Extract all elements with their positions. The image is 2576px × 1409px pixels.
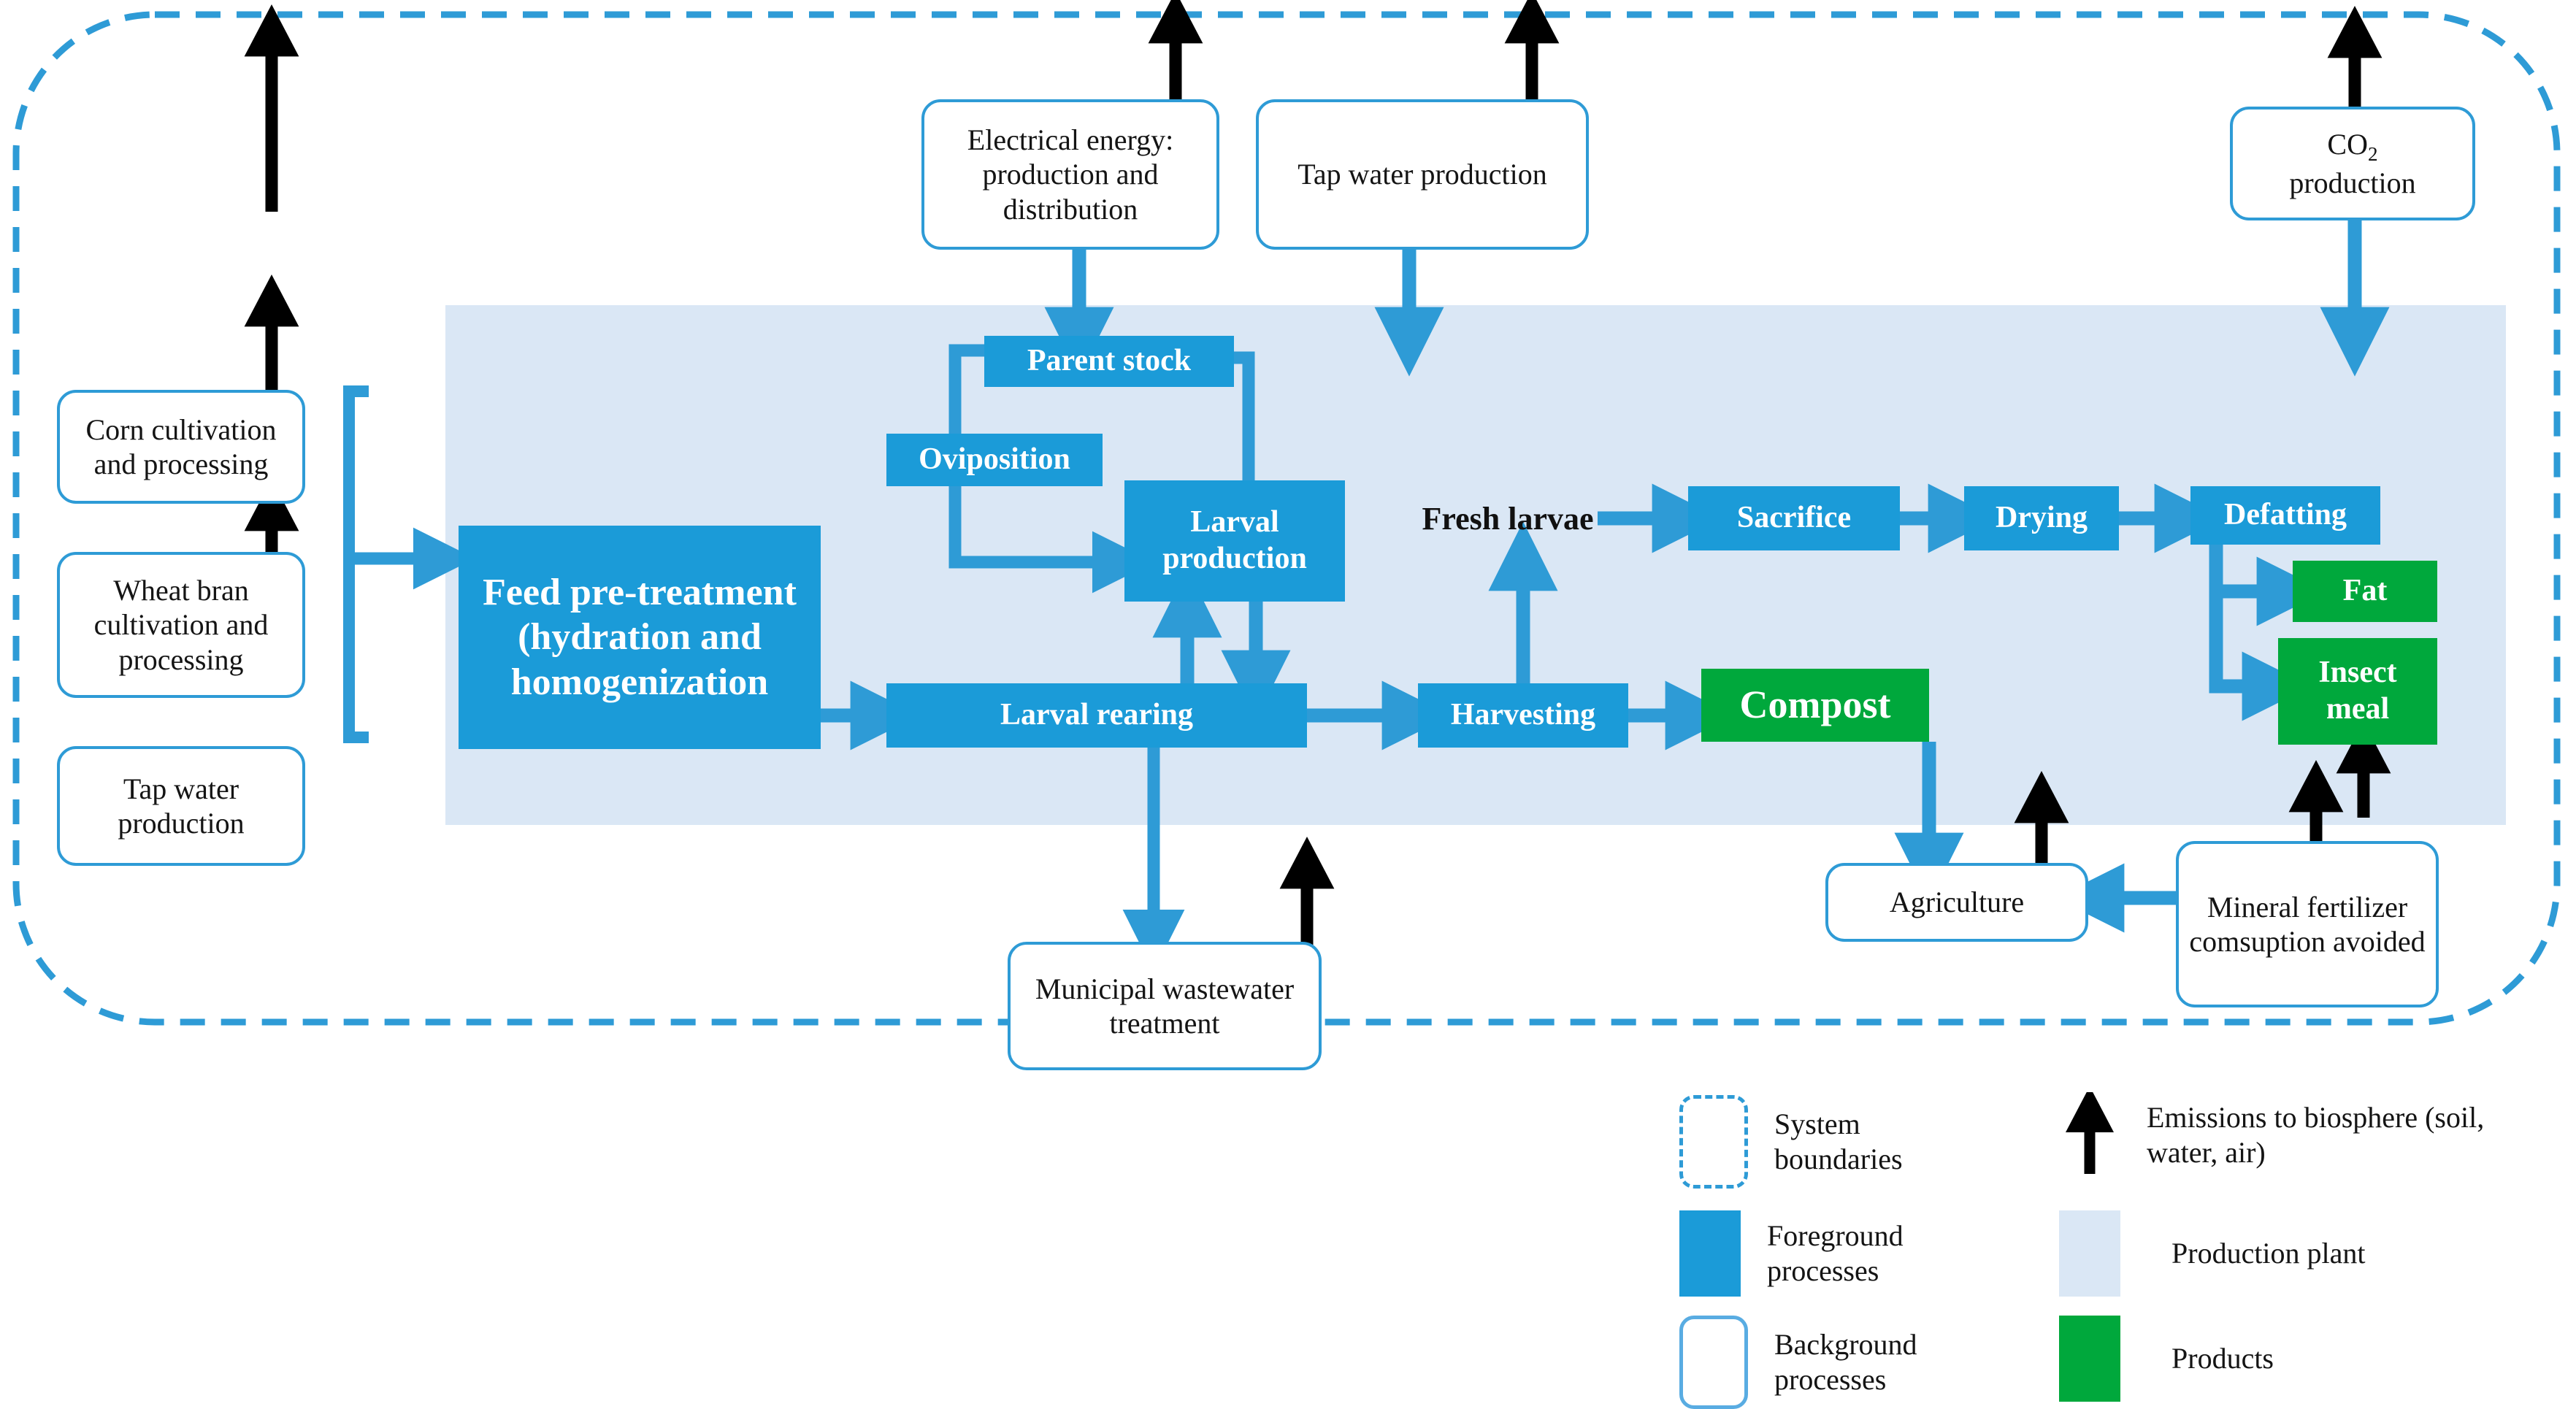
system-boundary-swatch-icon bbox=[1679, 1095, 1748, 1189]
node-oviposition[interactable]: Oviposition bbox=[886, 434, 1103, 486]
legend-label-emissions: Emissions to biosphere (soil, water, air… bbox=[2147, 1101, 2485, 1169]
node-municipal-wastewater-treatment[interactable]: Municipal wastewater treatment bbox=[1008, 942, 1322, 1070]
node-tap-water-production-top[interactable]: Tap water production bbox=[1256, 99, 1589, 250]
node-tap-water-production-left[interactable]: Tap water production bbox=[57, 746, 305, 866]
production-plant-swatch-icon bbox=[2059, 1210, 2120, 1297]
node-harvesting-label: Harvesting bbox=[1450, 698, 1596, 732]
arrow-oviposition-to-larvalproduction bbox=[948, 485, 1154, 594]
label-fresh-larvae-text: Fresh larvae bbox=[1422, 500, 1594, 537]
node-wheat-bran-cultivation-label: Wheat bran cultivation and processing bbox=[93, 574, 269, 676]
legend-label-system-boundaries: System boundaries bbox=[1774, 1107, 1903, 1175]
node-corn-cultivation-label: Corn cultivation and processing bbox=[85, 412, 277, 480]
node-parent-stock-label: Parent stock bbox=[1027, 344, 1192, 378]
node-tap-water-production-left-label: Tap water production bbox=[118, 772, 245, 840]
legend-label-foreground-processes: Foreground processes bbox=[1767, 1219, 1904, 1287]
node-parent-stock[interactable]: Parent stock bbox=[984, 336, 1234, 387]
node-wheat-bran-cultivation[interactable]: Wheat bran cultivation and processing bbox=[57, 552, 305, 698]
node-electrical-energy-label: Electrical energy: production and distri… bbox=[967, 123, 1174, 226]
node-co2-production-label: production bbox=[2289, 166, 2416, 199]
node-larval-rearing-label: Larval rearing bbox=[1000, 698, 1194, 732]
legend-item-production-plant: Production plant bbox=[2059, 1210, 2478, 1297]
node-municipal-wastewater-treatment-label: Municipal wastewater treatment bbox=[1035, 972, 1295, 1040]
background-process-swatch-icon bbox=[1679, 1316, 1748, 1409]
arrow-defatting-to-fat bbox=[2209, 545, 2326, 626]
node-larval-production[interactable]: Larval production bbox=[1124, 480, 1345, 602]
emission-arrow-icon bbox=[2059, 1086, 2120, 1178]
node-harvesting[interactable]: Harvesting bbox=[1418, 683, 1628, 748]
legend-item-products: Products bbox=[2059, 1316, 2391, 1402]
node-agriculture[interactable]: Agriculture bbox=[1825, 863, 2088, 942]
node-compost-label: Compost bbox=[1739, 683, 1891, 727]
node-feed-pretreatment[interactable]: Feed pre-treatment (hydration and homoge… bbox=[459, 526, 821, 749]
legend-item-foreground-processes: Foreground processes bbox=[1679, 1210, 1964, 1297]
arrow-parentstock-to-larvalproduction bbox=[1234, 351, 1255, 482]
node-co2-production[interactable]: CO2 production bbox=[2230, 107, 2475, 220]
arrow-defatting-to-insectmeal bbox=[2209, 545, 2312, 721]
node-fat-label: Fat bbox=[2342, 574, 2388, 608]
node-compost[interactable]: Compost bbox=[1701, 669, 1929, 742]
node-agriculture-label: Agriculture bbox=[1889, 886, 2025, 919]
node-sacrifice-label: Sacrifice bbox=[1736, 501, 1852, 535]
node-corn-cultivation[interactable]: Corn cultivation and processing bbox=[57, 390, 305, 504]
node-larval-production-label: Larval production bbox=[1162, 505, 1307, 575]
foreground-process-swatch-icon bbox=[1679, 1210, 1741, 1297]
node-electrical-energy[interactable]: Electrical energy: production and distri… bbox=[921, 99, 1219, 250]
legend-item-background-processes: Background processes bbox=[1679, 1316, 1971, 1409]
legend-item-system-boundaries: System boundaries bbox=[1679, 1095, 1964, 1189]
node-mineral-fertilizer-avoided-label: Mineral fertilizer comsuption avoided bbox=[2189, 890, 2426, 958]
node-insect-meal[interactable]: Insect meal bbox=[2278, 638, 2437, 745]
node-oviposition-label: Oviposition bbox=[919, 442, 1070, 477]
node-feed-pretreatment-label: Feed pre-treatment (hydration and homoge… bbox=[483, 571, 797, 703]
node-defatting[interactable]: Defatting bbox=[2190, 486, 2380, 545]
legend-item-emissions: Emissions to biosphere (soil, water, air… bbox=[2059, 1086, 2556, 1178]
node-drying[interactable]: Drying bbox=[1964, 486, 2119, 550]
node-defatting-label: Defatting bbox=[2224, 498, 2347, 532]
node-fat[interactable]: Fat bbox=[2293, 561, 2437, 622]
node-tap-water-production-top-label: Tap water production bbox=[1297, 158, 1547, 191]
legend-label-products: Products bbox=[2171, 1342, 2274, 1375]
label-fresh-larvae: Fresh larvae bbox=[1417, 496, 1599, 540]
node-insect-meal-label: Insect meal bbox=[2318, 656, 2397, 726]
node-sacrifice[interactable]: Sacrifice bbox=[1688, 486, 1900, 550]
legend-label-production-plant: Production plant bbox=[2171, 1237, 2366, 1270]
product-swatch-icon bbox=[2059, 1316, 2120, 1402]
node-co2-production-formula: CO2 bbox=[2327, 127, 2378, 165]
node-mineral-fertilizer-avoided[interactable]: Mineral fertilizer comsuption avoided bbox=[2176, 841, 2439, 1007]
node-drying-label: Drying bbox=[1996, 501, 2088, 535]
arrow-parentstock-to-oviposition bbox=[948, 344, 984, 438]
legend: System boundaries Emissions to biosphere… bbox=[1679, 1086, 2556, 1409]
node-larval-rearing[interactable]: Larval rearing bbox=[886, 683, 1307, 748]
legend-label-background-processes: Background processes bbox=[1774, 1328, 1917, 1396]
